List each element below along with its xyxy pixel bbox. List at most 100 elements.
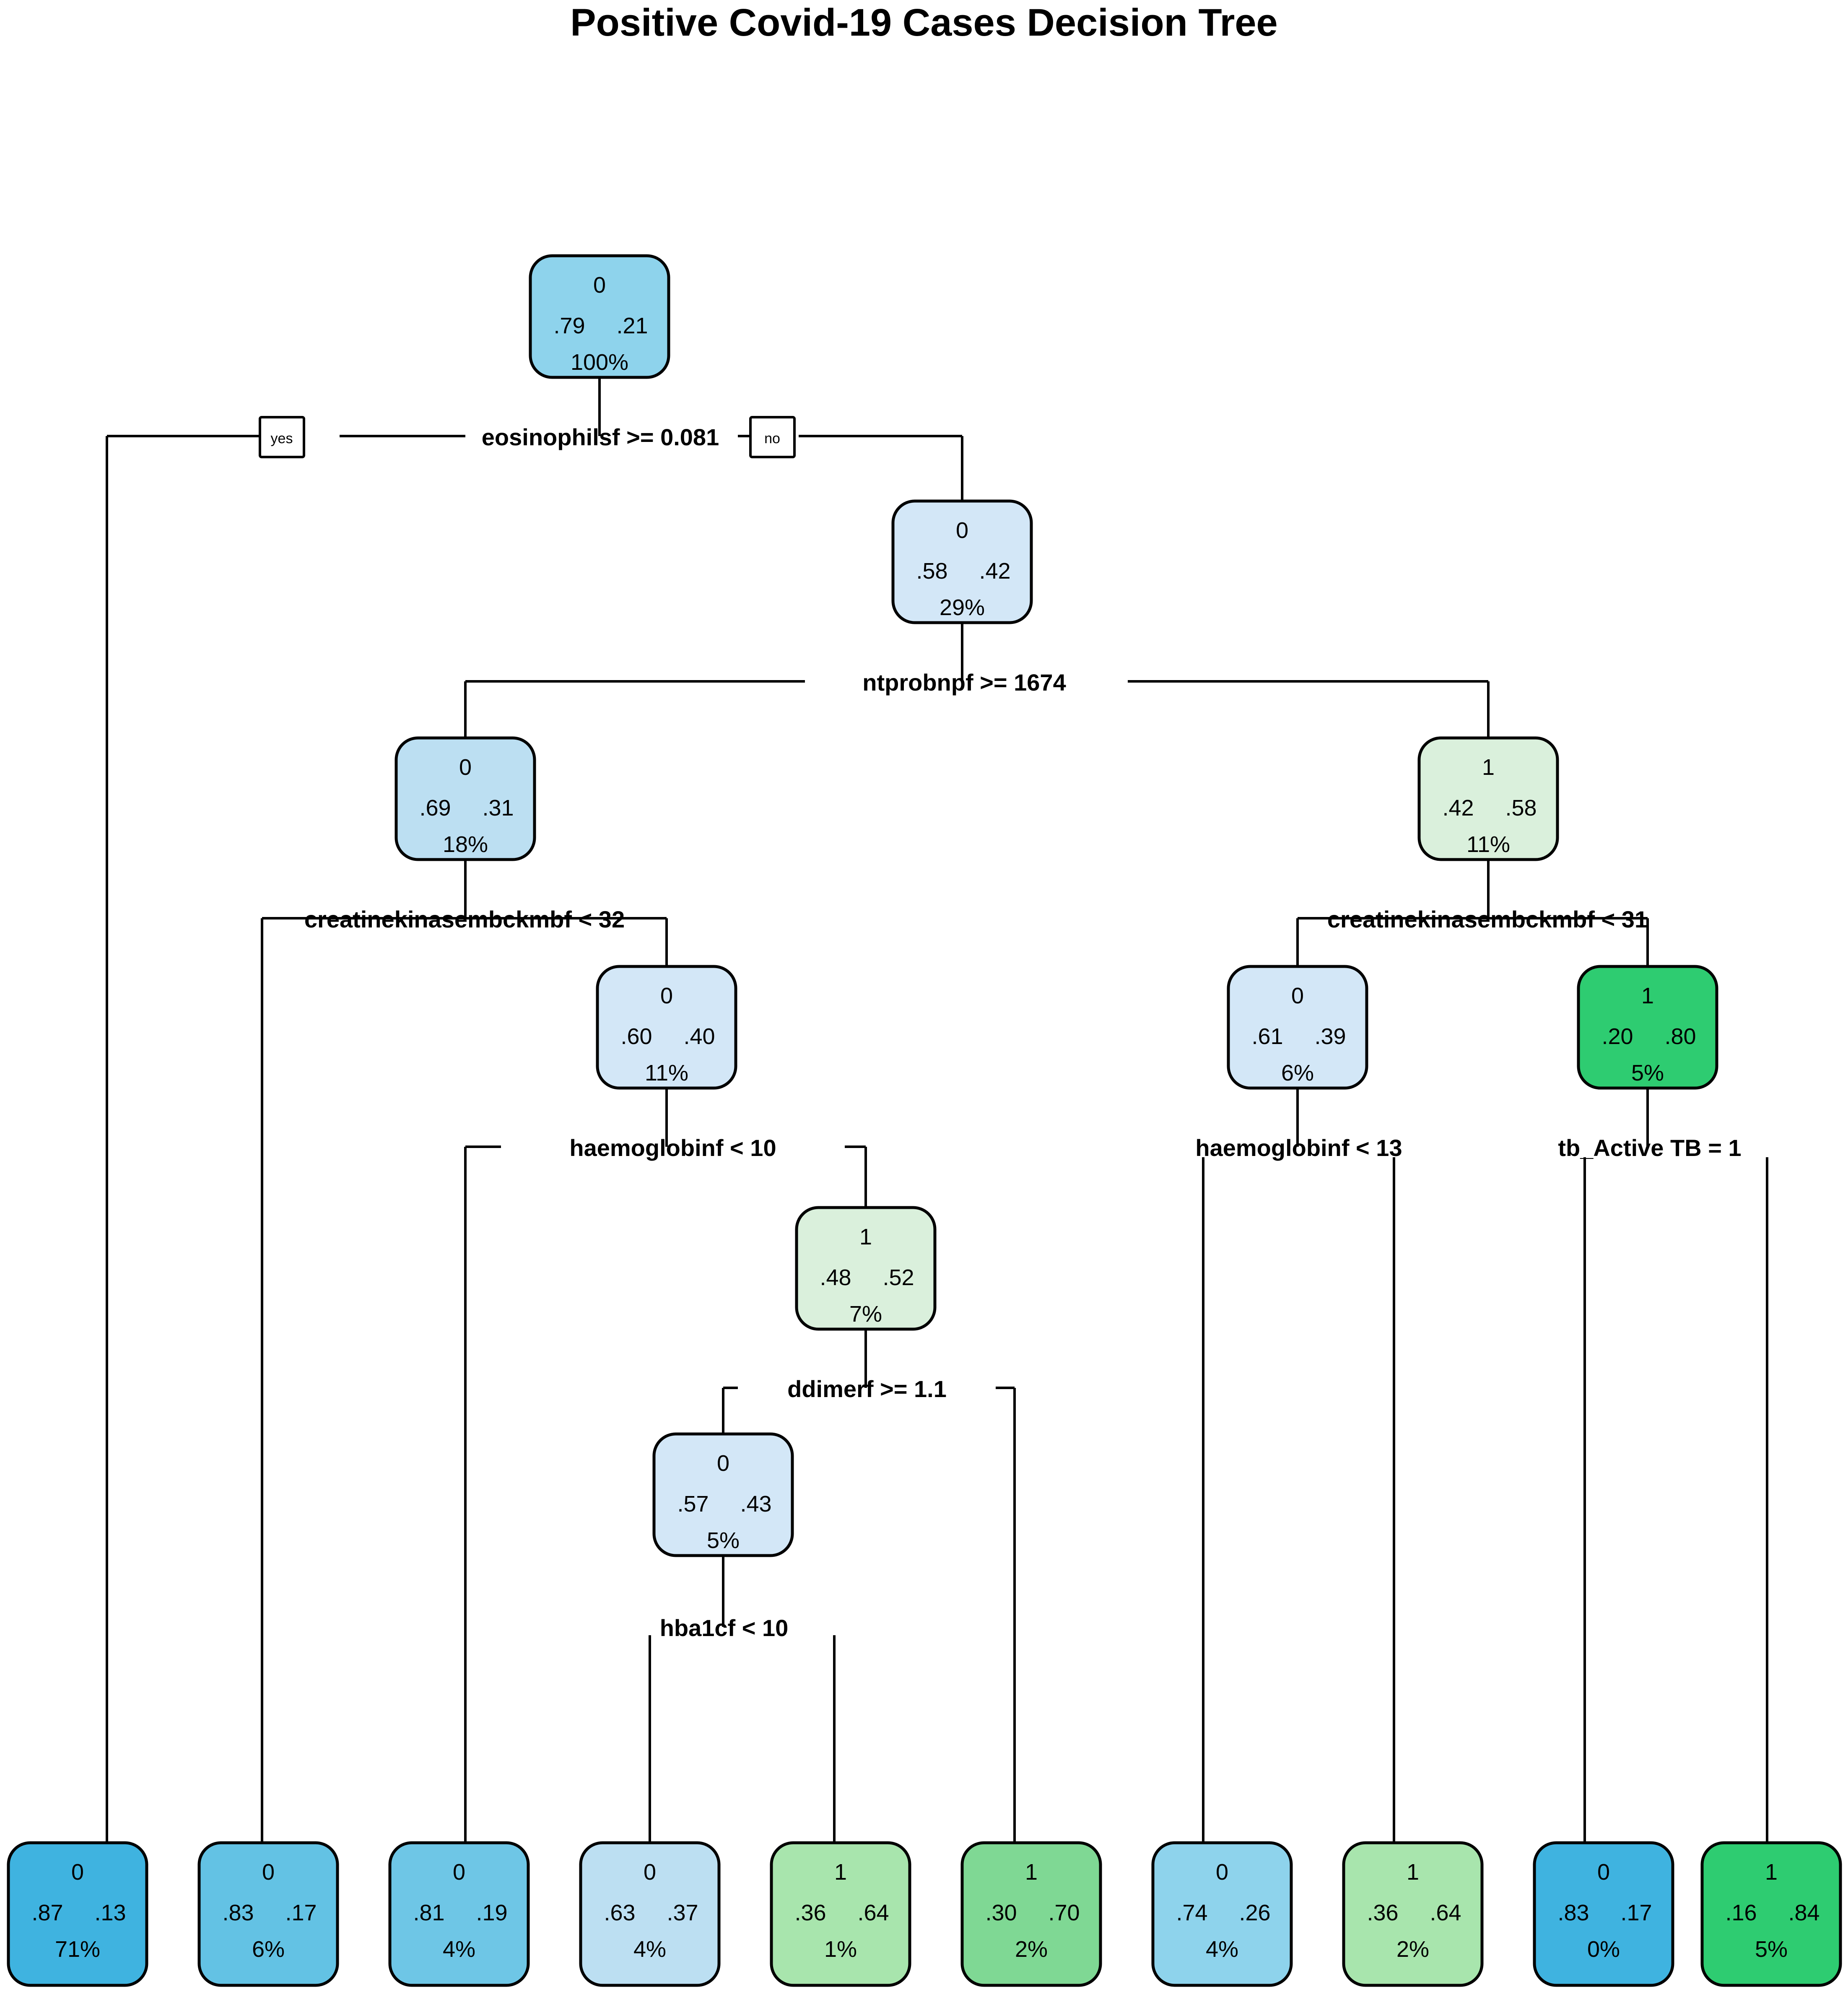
node-prob-class0: .48 xyxy=(820,1265,851,1290)
node-prob-class0: .16 xyxy=(1725,1900,1757,1925)
node-box xyxy=(1533,1841,1674,1987)
node-layer: 0.79.21100%0.58.4229%0.69.3118%1.42.5811… xyxy=(7,254,1842,1987)
node-class-label: 0 xyxy=(459,755,472,780)
node-box xyxy=(960,1841,1102,1987)
node-prob-class0: .74 xyxy=(1176,1900,1207,1925)
node-percent-label: 0% xyxy=(1587,1937,1620,1962)
node-class-label: 1 xyxy=(1641,983,1654,1008)
node-prob-class1: .40 xyxy=(683,1024,715,1049)
split-condition-label: hba1cf < 10 xyxy=(660,1615,789,1641)
node-box xyxy=(395,736,536,861)
node-prob-class0: .36 xyxy=(1367,1900,1398,1925)
split-label-layer: eosinophilsf >= 0.081 ntprobnpf >= 1674 cr… xyxy=(304,424,1742,1641)
node-box xyxy=(529,254,670,379)
edge-layer xyxy=(106,377,1768,1843)
node-percent-label: 5% xyxy=(1755,1937,1788,1962)
node-prob-class1: .31 xyxy=(482,795,514,821)
node-prob-class1: .43 xyxy=(740,1491,771,1517)
node-prob-class0: .57 xyxy=(677,1491,709,1517)
node-percent-label: 2% xyxy=(1015,1937,1048,1962)
page-title: Positive Covid-19 Cases Decision Tree xyxy=(570,1,1277,44)
tree-leaf-node[interactable]: 0.83.176% xyxy=(197,1841,339,1987)
tree-internal-node[interactable]: 0.61.396% xyxy=(1227,965,1368,1090)
node-prob-class1: .26 xyxy=(1239,1900,1270,1925)
node-prob-class1: .17 xyxy=(285,1900,317,1925)
node-class-label: 1 xyxy=(859,1224,872,1249)
node-class-label: 1 xyxy=(1407,1860,1419,1885)
node-prob-class0: .36 xyxy=(794,1900,826,1925)
split-condition-label: ddimerf >= 1.1 xyxy=(787,1376,947,1402)
node-percent-label: 11% xyxy=(645,1060,688,1086)
tree-leaf-node[interactable]: 1.30.702% xyxy=(960,1841,1102,1987)
node-prob-class0: .83 xyxy=(1557,1900,1589,1925)
tree-leaf-node[interactable]: 1.36.642% xyxy=(1342,1841,1484,1987)
split-condition-label: tb_Active TB = 1 xyxy=(1558,1135,1741,1161)
split-condition-label: haemoglobinf < 10 xyxy=(569,1135,776,1161)
node-percent-label: 6% xyxy=(252,1937,285,1962)
split-condition-label: haemoglobinf < 13 xyxy=(1195,1135,1402,1161)
node-class-label: 0 xyxy=(593,273,606,298)
node-prob-class0: .20 xyxy=(1601,1024,1633,1049)
node-box xyxy=(197,1841,339,1987)
node-percent-label: 5% xyxy=(707,1528,740,1553)
node-class-label: 0 xyxy=(453,1860,465,1885)
node-box xyxy=(770,1841,911,1987)
tree-leaf-node[interactable]: 1.36.641% xyxy=(770,1841,911,1987)
node-percent-label: 71% xyxy=(55,1937,100,1962)
node-prob-class1: .37 xyxy=(667,1900,698,1925)
tree-leaf-node[interactable]: 0.74.264% xyxy=(1151,1841,1293,1987)
node-box xyxy=(579,1841,721,1987)
tree-internal-node[interactable]: 1 .20 .805% xyxy=(1577,965,1718,1090)
tree-leaf-node[interactable]: 0.81.194% xyxy=(388,1841,530,1987)
node-prob-class1: .84 xyxy=(1788,1900,1819,1925)
branch-no-label: no xyxy=(764,431,780,447)
split-condition-label: creatinekinasembckmbf < 31 xyxy=(1327,906,1648,932)
node-prob-class0: .87 xyxy=(31,1900,63,1925)
node-class-label: 1 xyxy=(834,1860,847,1885)
node-prob-class0: .63 xyxy=(604,1900,635,1925)
node-prob-class1: .52 xyxy=(882,1265,914,1290)
node-class-label: 0 xyxy=(644,1860,656,1885)
tree-internal-node[interactable]: 1 .48 .527% xyxy=(795,1206,937,1331)
split-condition-label: creatinekinasembckmbf < 32 xyxy=(304,906,625,932)
node-percent-label: 100% xyxy=(571,350,628,375)
node-class-label: 0 xyxy=(1597,1860,1610,1885)
tree-leaf-node[interactable]: 1 .16 .845% xyxy=(1700,1841,1842,1987)
node-prob-class0: .58 xyxy=(916,558,947,584)
node-percent-label: 6% xyxy=(1281,1060,1314,1086)
node-percent-label: 5% xyxy=(1631,1060,1664,1086)
node-percent-label: 2% xyxy=(1396,1937,1429,1962)
node-box xyxy=(1342,1841,1484,1987)
node-percent-label: 4% xyxy=(443,1937,475,1962)
node-percent-label: 4% xyxy=(1206,1937,1238,1962)
node-box xyxy=(652,1432,794,1557)
tree-internal-node[interactable]: 0.57.435% xyxy=(652,1432,794,1557)
node-box xyxy=(596,965,737,1090)
tree-leaf-node[interactable]: 0.63.374% xyxy=(579,1841,721,1987)
node-prob-class0: .81 xyxy=(413,1900,444,1925)
node-box xyxy=(891,499,1033,624)
node-prob-class1: .42 xyxy=(979,558,1010,584)
node-box xyxy=(1700,1841,1842,1987)
node-prob-class1: .80 xyxy=(1664,1024,1696,1049)
branch-yes-label: yes xyxy=(271,431,293,447)
node-prob-class1: .39 xyxy=(1314,1024,1346,1049)
split-condition-label: eosinophilsf >= 0.081 xyxy=(482,424,719,450)
node-percent-label: 29% xyxy=(940,595,985,620)
node-class-label: 0 xyxy=(71,1860,84,1885)
split-condition-label: ntprobnpf >= 1674 xyxy=(862,669,1066,696)
node-box xyxy=(795,1206,937,1331)
branch-yes: yes xyxy=(259,416,305,458)
node-prob-class1: .21 xyxy=(616,313,648,338)
node-class-label: 1 xyxy=(1765,1860,1778,1885)
tree-leaf-node[interactable]: 0.83.170% xyxy=(1533,1841,1674,1987)
node-percent-label: 7% xyxy=(849,1301,882,1327)
